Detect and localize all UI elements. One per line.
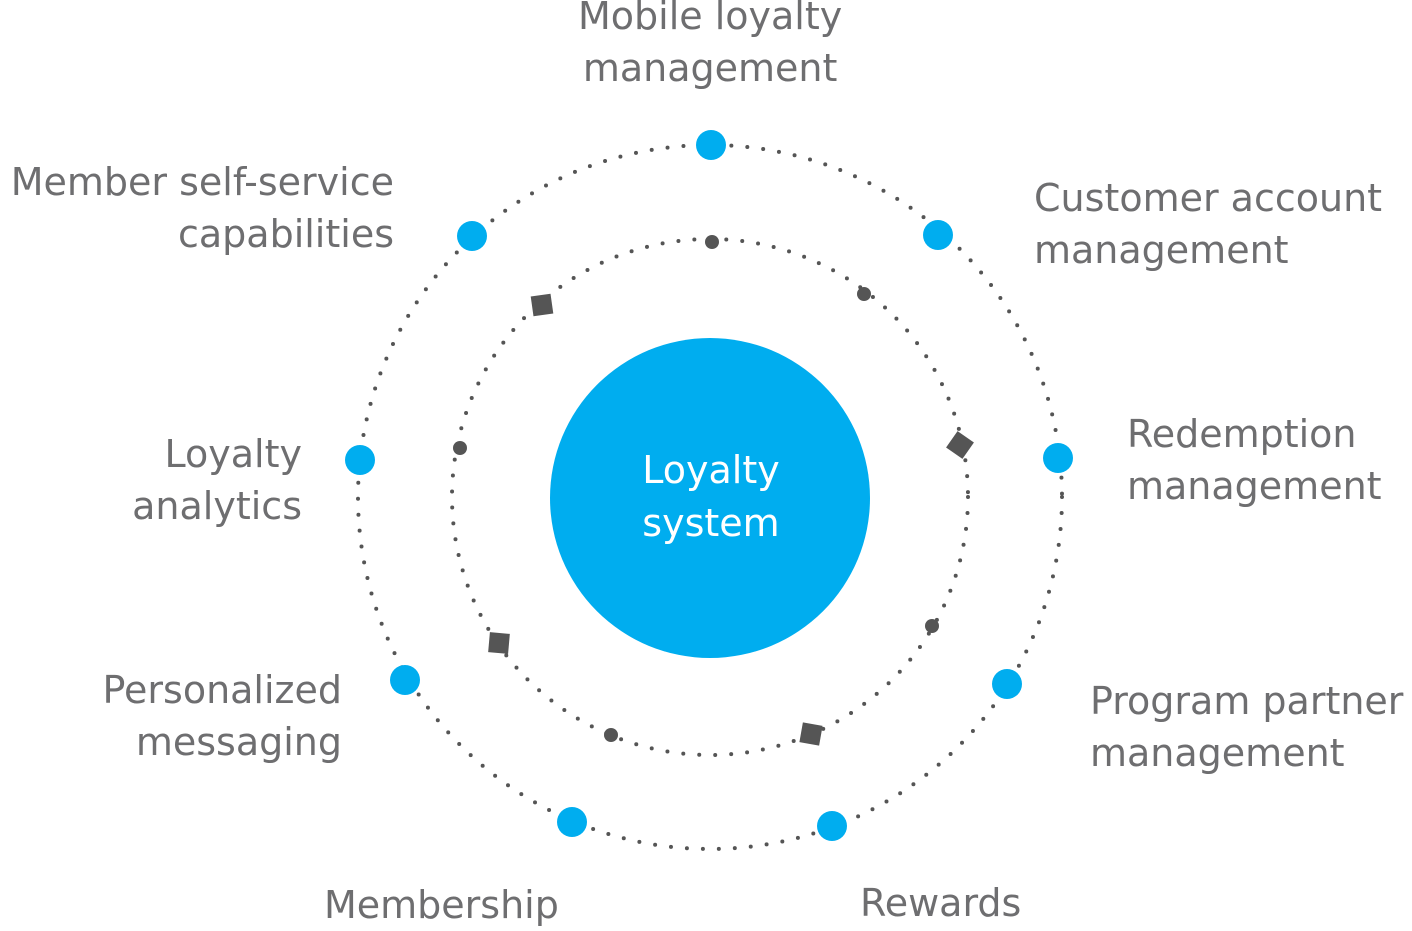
label-line: messaging xyxy=(135,720,342,764)
node-personalized-dot xyxy=(390,665,420,695)
label-line: Membership xyxy=(324,883,559,927)
label-line: management xyxy=(1090,731,1345,775)
label-membership: Membership xyxy=(324,879,559,931)
node-redemption-dot xyxy=(1043,443,1073,473)
label-line: Mobile loyalty xyxy=(578,0,843,38)
inner-dot-top xyxy=(705,235,719,249)
label-customer-account: Customer account management xyxy=(1034,172,1382,276)
label-rewards: Rewards xyxy=(860,877,1021,929)
label-line: Program partner xyxy=(1090,679,1404,723)
label-line: Redemption xyxy=(1127,412,1357,456)
node-membership-dot xyxy=(557,807,587,837)
label-loyalty-analytics: Loyalty analytics xyxy=(100,428,302,532)
label-program-partner: Program partner management xyxy=(1090,675,1403,779)
inner-dot-upper-right xyxy=(857,287,871,301)
center-circle xyxy=(550,338,870,658)
label-line: Member self-service xyxy=(10,160,394,204)
label-line: Personalized xyxy=(102,668,342,712)
label-line: Rewards xyxy=(860,881,1022,925)
center-label-line-1: Loyalty xyxy=(642,448,780,492)
inner-square-upper-left xyxy=(530,293,554,317)
inner-dot-left xyxy=(453,441,467,455)
label-line: Customer account xyxy=(1034,176,1383,220)
center-label-line-2: system xyxy=(642,501,780,545)
label-mobile-loyalty: Mobile loyalty management xyxy=(578,0,842,94)
node-rewards-dot xyxy=(817,811,847,841)
inner-dot-bottom-left xyxy=(604,728,618,742)
node-mobile-dot xyxy=(696,130,726,160)
label-line: Loyalty xyxy=(164,432,302,476)
label-line: management xyxy=(582,46,838,90)
label-member-self-service: Member self-service capabilities xyxy=(0,156,394,260)
outer-orbit xyxy=(356,143,1064,851)
label-redemption: Redemption management xyxy=(1127,408,1382,512)
inner-square-bottom-right xyxy=(799,722,823,746)
inner-square-lower-left xyxy=(488,632,510,654)
label-line: capabilities xyxy=(177,212,394,256)
node-partner-dot xyxy=(992,669,1022,699)
label-personalized-messaging: Personalized messaging xyxy=(92,664,342,768)
node-analytics-dot xyxy=(345,445,375,475)
node-member-self-service-dot xyxy=(457,221,487,251)
label-line: management xyxy=(1034,228,1289,272)
inner-dot-lower-right xyxy=(925,619,939,633)
label-line: analytics xyxy=(132,484,302,528)
inner-square-right xyxy=(946,431,974,459)
label-line: management xyxy=(1127,464,1382,508)
node-customer-dot xyxy=(923,220,953,250)
center-label: Loyalty system xyxy=(551,444,871,550)
